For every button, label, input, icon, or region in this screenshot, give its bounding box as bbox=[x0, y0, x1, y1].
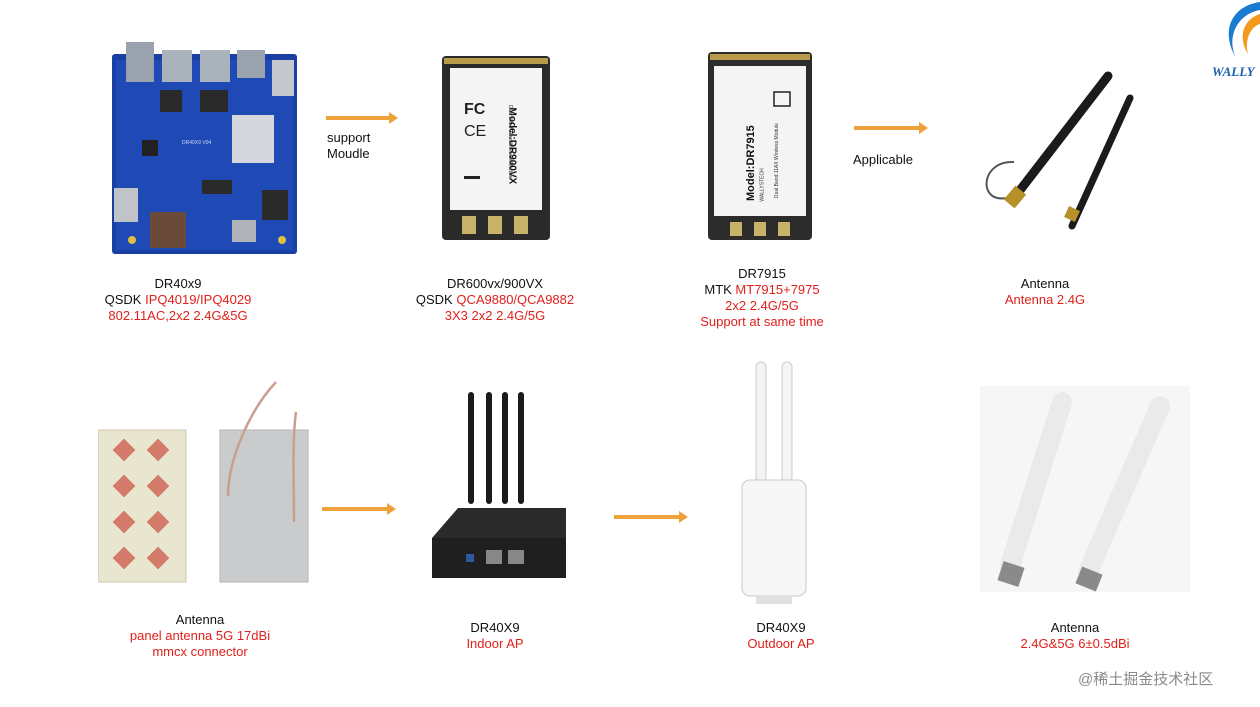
indoor-desc: Indoor AP bbox=[466, 636, 524, 651]
module1-name: DR600vx/900VX bbox=[446, 276, 544, 291]
logo-text: WALLY bbox=[1212, 64, 1255, 79]
antenna24-desc: Antenna 2.4G bbox=[1004, 292, 1086, 307]
panel-desc: panel antenna 5G 17dBi bbox=[129, 628, 271, 643]
module1-image: FC CE Model:DR900VX Dual Band 11ac Wirel… bbox=[442, 56, 550, 240]
board-line2: QSDK IPQ4019/IPQ4029 bbox=[104, 292, 252, 307]
panel-name: Antenna bbox=[175, 612, 225, 627]
arrow-support-label: support Moudle bbox=[327, 130, 371, 161]
omni-caption: Antenna 2.4G&5G 6±0.5dBi bbox=[1000, 620, 1150, 652]
indoor-caption: DR40X9 Indoor AP bbox=[430, 620, 560, 652]
antenna24-image bbox=[984, 70, 1140, 236]
board-caption: DR40x9 QSDK IPQ4019/IPQ4029 802.11AC,2x2… bbox=[90, 276, 266, 324]
module2-caption: DR7915 MTK MT7915+7975 2x2 2.4G/5G Suppo… bbox=[672, 266, 852, 330]
brand-logo: WALLY bbox=[1212, 0, 1260, 80]
module2-brand-text: WALLYSTECH bbox=[759, 168, 766, 202]
outdoor-desc: Outdoor AP bbox=[747, 636, 815, 651]
indoor-ap-image bbox=[430, 390, 568, 582]
omni-antenna-image bbox=[980, 386, 1190, 592]
panel-desc2: mmcx connector bbox=[152, 644, 248, 659]
module2-model-text: Model:DR7915 bbox=[745, 125, 757, 201]
board-silk-label: DR40X9 V04 bbox=[182, 140, 212, 146]
arrow-support bbox=[326, 112, 398, 124]
module2-line3: 2x2 2.4G/5G bbox=[725, 298, 799, 313]
omni-name: Antenna bbox=[1050, 620, 1100, 635]
arrow-panel-to-indoor bbox=[322, 503, 396, 515]
omni-desc: 2.4G&5G 6±0.5dBi bbox=[1020, 636, 1130, 651]
board-name: DR40x9 bbox=[154, 276, 202, 291]
panel-caption: Antenna panel antenna 5G 17dBi mmcx conn… bbox=[110, 612, 290, 660]
module2-name: DR7915 bbox=[738, 266, 786, 281]
outdoor-name: DR40X9 bbox=[756, 620, 806, 635]
arrow-applicable bbox=[854, 122, 928, 134]
panel-antenna-image bbox=[97, 372, 310, 584]
board-line3: 802.11AC,2x2 2.4G&5G bbox=[108, 308, 248, 323]
logo-swoosh-icon bbox=[1228, 2, 1260, 58]
outdoor-ap-image bbox=[736, 360, 812, 606]
module1-caption: DR600vx/900VX QSDK QCA9880/QCA9882 3X3 2… bbox=[400, 276, 590, 324]
indoor-name: DR40X9 bbox=[470, 620, 520, 635]
arrow-indoor-to-outdoor bbox=[614, 511, 688, 523]
svg-text:CE: CE bbox=[464, 123, 486, 140]
antenna24-caption: Antenna Antenna 2.4G bbox=[980, 276, 1110, 308]
module2-line2: MTK MT7915+7975 bbox=[704, 282, 820, 297]
svg-text:FC: FC bbox=[464, 101, 486, 118]
module2-sub-text: Dual Band 11AX Wireless Module bbox=[774, 123, 780, 198]
board-image: DR40X9 V04 bbox=[112, 40, 300, 258]
arrow-applicable-label: Applicable bbox=[853, 152, 913, 167]
module1-line3: 3X3 2x2 2.4G/5G bbox=[444, 308, 546, 323]
antenna24-name: Antenna bbox=[1020, 276, 1070, 291]
module2-image: Model:DR7915 Dual Band 11AX Wireless Mod… bbox=[708, 52, 812, 240]
module1-sub-label: Dual Band 11ac Wireless Module bbox=[507, 105, 513, 179]
outdoor-caption: DR40X9 Outdoor AP bbox=[716, 620, 846, 652]
module1-line2: QSDK QCA9880/QCA9882 bbox=[415, 292, 575, 307]
watermark: @稀土掘金技术社区 bbox=[1078, 671, 1214, 688]
module2-line4: Support at same time bbox=[700, 314, 824, 329]
